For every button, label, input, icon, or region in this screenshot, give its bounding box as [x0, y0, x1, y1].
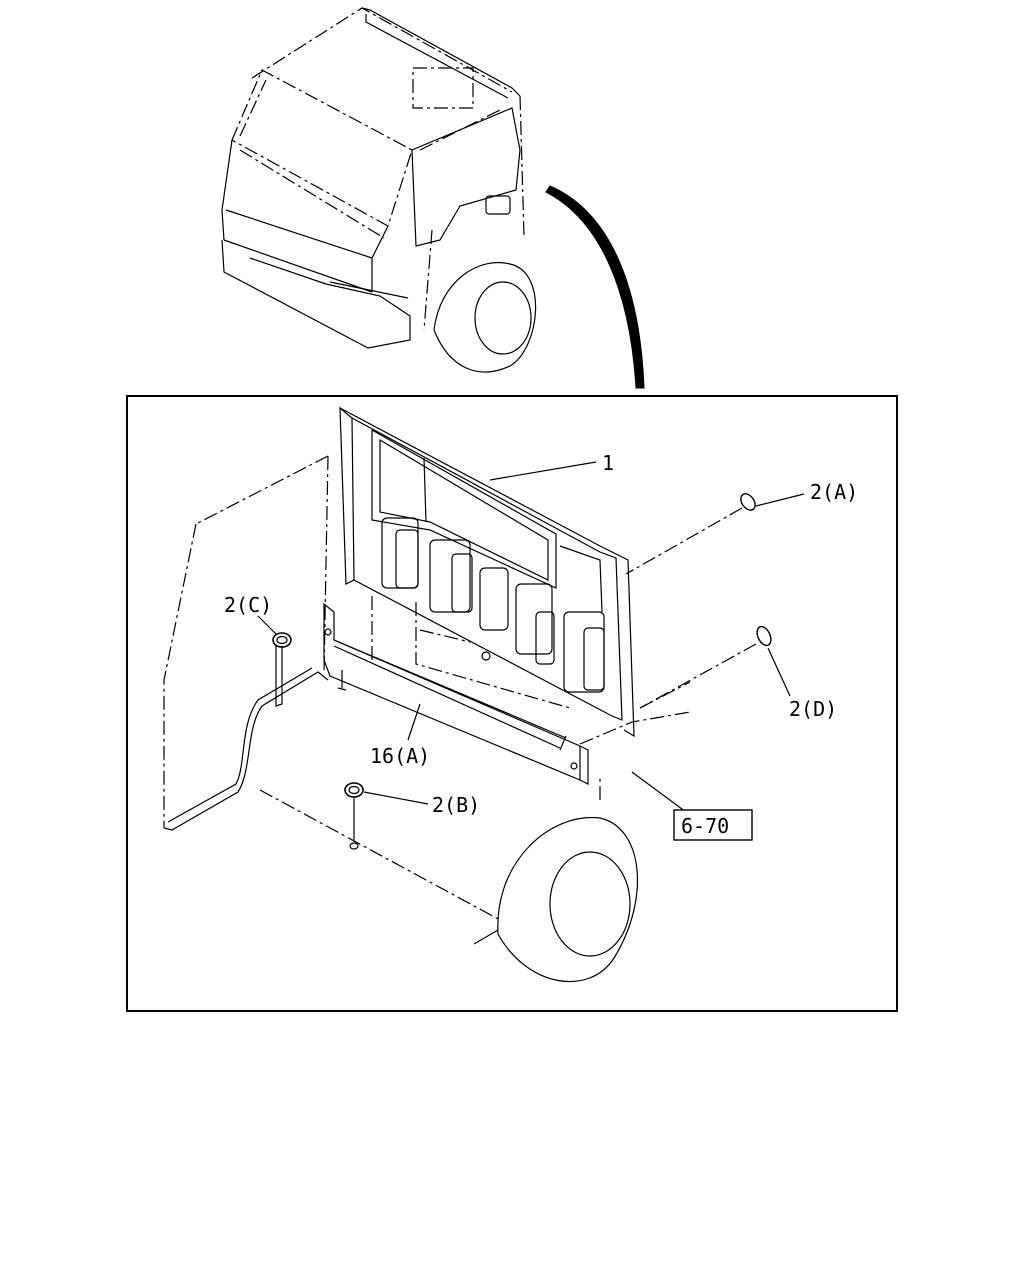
- cross-member: [323, 602, 589, 785]
- leader-part-2d: [767, 647, 791, 697]
- detail-frame: [126, 395, 898, 1012]
- callout-part-1: 1: [602, 451, 614, 475]
- leader-ref-6-70: [631, 771, 687, 813]
- body-outline: [163, 455, 691, 921]
- truck-cab-overview: [221, 7, 537, 373]
- leader-part-2c: [257, 615, 277, 635]
- plug-2a: [625, 493, 756, 575]
- leader-part-2b: [363, 791, 429, 805]
- grommet-2c: [272, 632, 347, 707]
- callout-part-2c: 2(C): [224, 593, 272, 617]
- callout-part-2a: 2(A): [810, 480, 858, 504]
- grommet-2b: [344, 782, 364, 850]
- leader-part-2a: [755, 493, 805, 507]
- plug-2d: [639, 625, 772, 709]
- rear-panel: [339, 406, 635, 738]
- leader-part-1: [489, 461, 597, 481]
- callout-part-16a: 16(A): [370, 744, 430, 768]
- page-reference-label: 6-70: [681, 814, 729, 838]
- rear-wheel: [473, 816, 639, 983]
- callout-part-2d: 2(D): [789, 697, 837, 721]
- callout-part-2b: 2(B): [432, 793, 480, 817]
- detail-pointer-arrow: [545, 185, 645, 389]
- page-reference[interactable]: 6-70: [673, 809, 753, 841]
- panel-pockets: [381, 517, 605, 693]
- leader-part-16a: [407, 703, 421, 741]
